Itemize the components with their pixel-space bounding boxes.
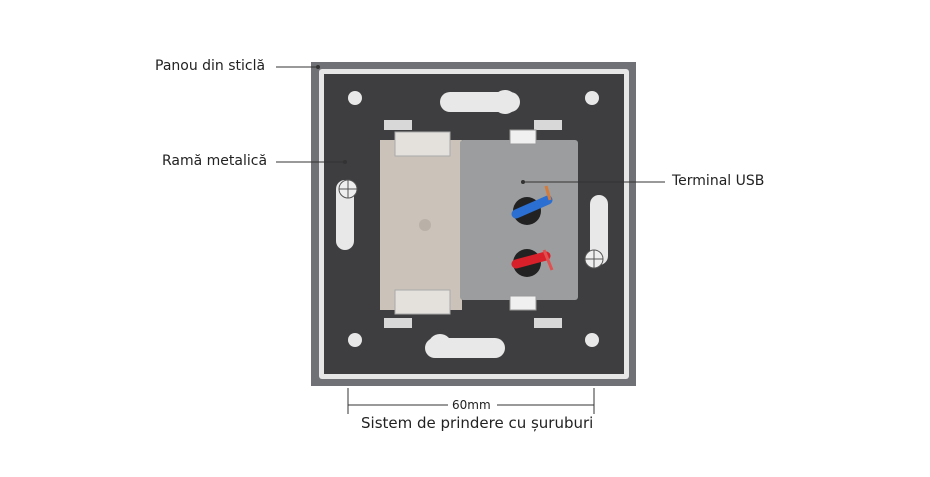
label-mounting-system: Sistem de prindere cu șuruburi [361, 414, 594, 432]
screw-left [338, 179, 358, 199]
clip [534, 120, 562, 130]
clip [534, 318, 562, 328]
blue-wire [511, 195, 553, 219]
corner-hole [348, 333, 362, 347]
screw-right [584, 249, 604, 269]
usb-clip [509, 295, 537, 311]
label-usb-terminal: Terminal USB [672, 173, 765, 189]
bottom-slot-hole [428, 334, 452, 358]
corner-hole [348, 91, 362, 105]
label-glass-panel: Panou din sticlă [155, 58, 266, 74]
usb-clip [509, 129, 537, 145]
box-bracket [394, 131, 451, 157]
label-metal-frame: Ramă metalică [162, 153, 268, 169]
box-rivet [419, 219, 431, 231]
red-wire [511, 251, 551, 269]
red-wire-strands [542, 249, 554, 271]
top-slot-hole [493, 90, 517, 114]
right-slot [590, 195, 608, 265]
corner-hole [585, 333, 599, 347]
label-dimension: 60mm [452, 398, 491, 412]
corner-hole [585, 91, 599, 105]
box-bracket [394, 289, 451, 315]
blue-wire-strands [544, 185, 552, 201]
clip [384, 318, 412, 328]
clip [384, 120, 412, 130]
